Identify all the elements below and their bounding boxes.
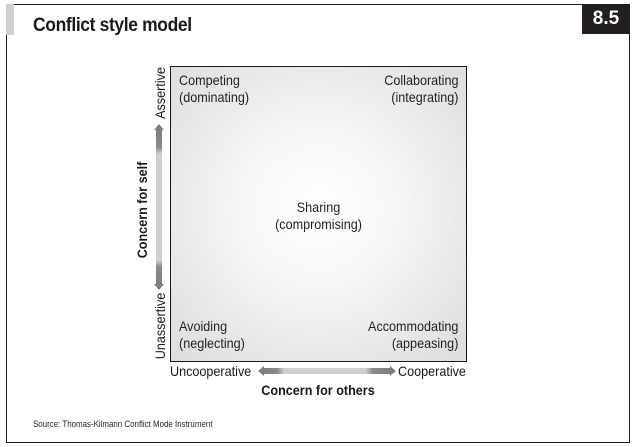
source-note: Source: Thomas-Kilmann Conflict Mode Ins… xyxy=(33,419,213,429)
quadrant-name: Accommodating xyxy=(367,318,458,334)
x-axis-right-label: Cooperative xyxy=(398,363,466,379)
title-accent-bar xyxy=(6,4,14,35)
quadrant-alt-name: (neglecting) xyxy=(179,335,245,351)
y-axis-bottom-label: Unassertive xyxy=(152,292,168,360)
quadrant-alt-name: (dominating) xyxy=(179,89,250,105)
quadrant-alt-name: (appeasing) xyxy=(391,335,458,351)
quadrant-alt-name: (compromising) xyxy=(275,216,362,232)
quadrant-name: Competing xyxy=(179,72,240,88)
quadrant-accommodating: Accommodating (appeasing) xyxy=(368,318,458,352)
figure-title: Conflict style model xyxy=(33,15,192,36)
figure-frame xyxy=(6,4,630,443)
y-axis-title: Concern for self xyxy=(134,161,150,259)
y-axis-top-label: Assertive xyxy=(152,67,168,119)
figure-number-badge: 8.5 xyxy=(582,4,630,34)
x-axis-title: Concern for others xyxy=(261,382,376,398)
quadrant-alt-name: (integrating) xyxy=(390,89,458,105)
quadrant-name: Avoiding xyxy=(179,318,228,334)
quadrant-sharing: Sharing (compromising) xyxy=(186,199,452,233)
quadrant-name: Collaborating xyxy=(383,72,458,88)
double-arrow-horizontal-icon xyxy=(258,366,396,376)
quadrant-avoiding: Avoiding (neglecting) xyxy=(179,318,245,352)
quadrant-name: Sharing xyxy=(296,199,341,215)
quadrant-collaborating: Collaborating (integrating) xyxy=(384,72,458,106)
conflict-style-grid: Competing (dominating) Collaborating (in… xyxy=(170,66,467,362)
double-arrow-vertical-icon xyxy=(154,124,164,290)
x-axis-left-label: Uncooperative xyxy=(170,363,252,379)
quadrant-competing: Competing (dominating) xyxy=(179,72,249,106)
